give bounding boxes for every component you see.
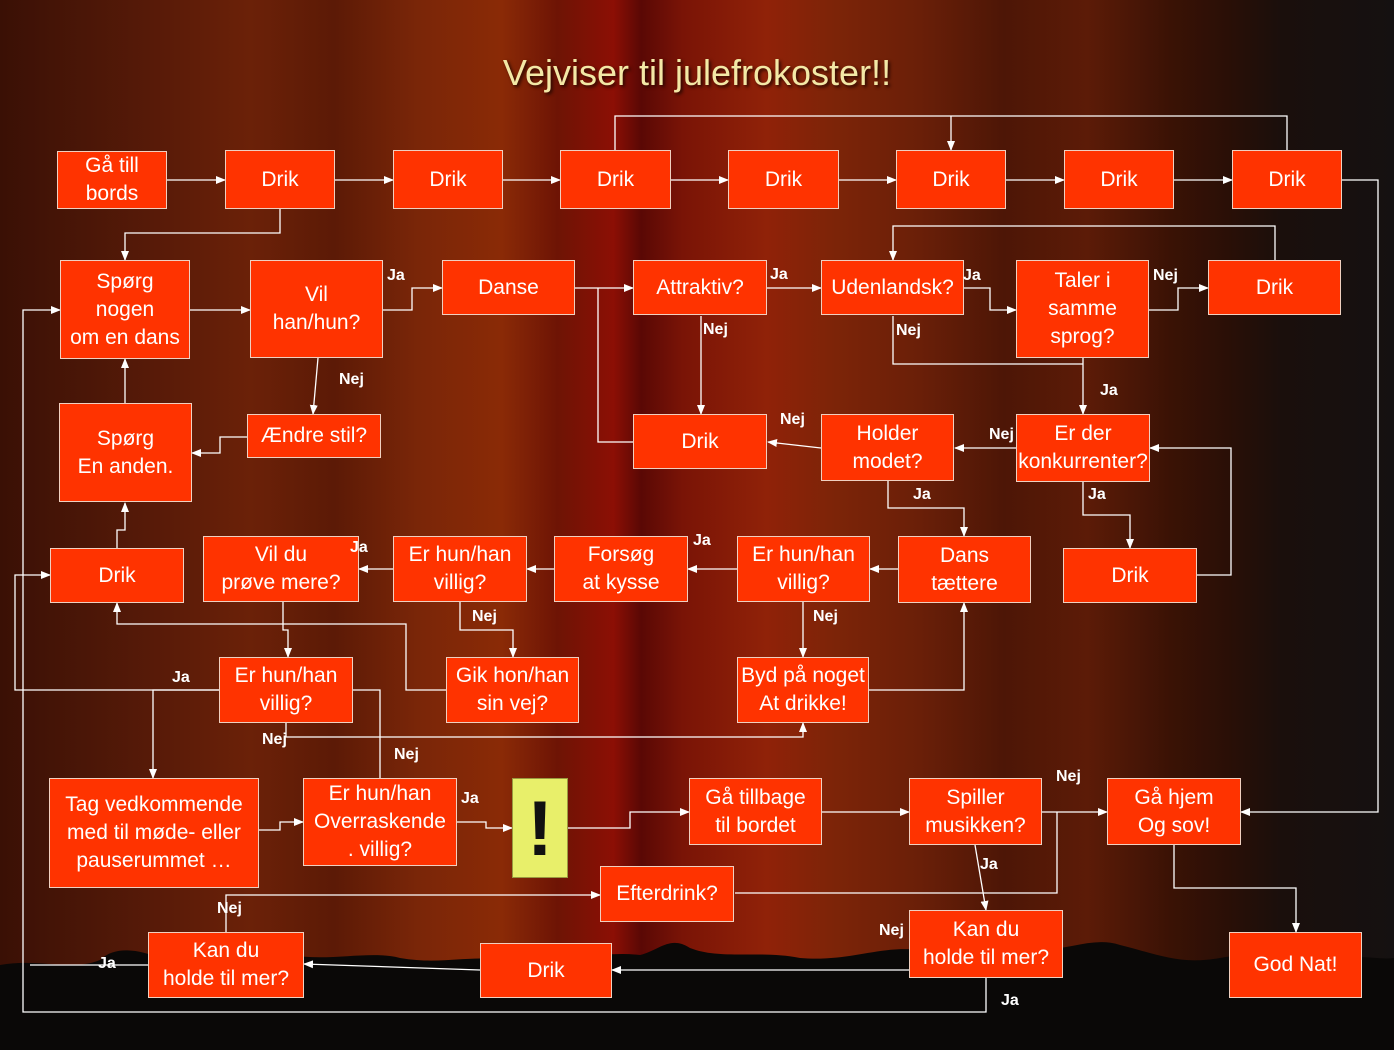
page-title: Vejviser til julefrokoster!! <box>502 52 892 93</box>
node-drik-3: Drik <box>560 150 671 209</box>
node-drik-attraktiv: Drik <box>633 414 767 469</box>
edge-label-ja: Ja <box>1001 992 1019 1009</box>
node-holde-mer-right: Kan du holde til mer? <box>909 910 1063 978</box>
edge-label-nej: Nej <box>339 371 364 388</box>
edge-label-ja: Ja <box>387 267 405 284</box>
node-spiller-musikken: Spiller musikken? <box>909 778 1042 845</box>
node-holde-mer-left: Kan du holde til mer? <box>148 932 304 998</box>
node-villig-a: Er hun/han villig? <box>393 536 527 602</box>
edge-label-ja: Ja <box>963 267 981 284</box>
node-villig-b: Er hun/han villig? <box>737 536 870 602</box>
edge-label-nej: Nej <box>879 922 904 939</box>
node-attraktiv: Attraktiv? <box>633 260 767 315</box>
node-drik-7: Drik <box>1232 150 1342 209</box>
node-danse: Danse <box>442 260 575 315</box>
edge-label-nej: Nej <box>896 322 921 339</box>
node-dans-taettere: Dans tættere <box>898 536 1031 603</box>
edge-label-nej: Nej <box>813 608 838 625</box>
edge-label-nej: Nej <box>780 411 805 428</box>
node-vil-du-prove-mere: Vil du prøve mere? <box>203 536 359 602</box>
edge-label-ja: Ja <box>913 486 931 503</box>
node-tag-vedkommende: Tag vedkommende med til møde- eller paus… <box>49 778 259 888</box>
edge-label-ja: Ja <box>98 955 116 972</box>
node-gik-sin-vej: Gik hon/han sin vej? <box>446 657 579 723</box>
edge-label-nej: Nej <box>217 900 242 917</box>
node-holder-modet: Holder modet? <box>821 414 954 481</box>
warning-exclamation-icon: ! <box>512 778 568 878</box>
node-drik-5: Drik <box>896 150 1006 209</box>
node-aendre-stil: Ændre stil? <box>247 414 381 458</box>
node-ga-tillbage: Gå tillbage til bordet <box>689 778 822 845</box>
edge-label-nej: Nej <box>989 426 1014 443</box>
node-efterdrink: Efterdrink? <box>600 866 734 922</box>
node-byd-drikke: Byd på noget At drikke! <box>737 657 869 723</box>
node-overraskende-villig: Er hun/han Overraskende . villig? <box>303 778 457 866</box>
node-forsog-kysse: Forsøg at kysse <box>554 536 688 602</box>
edge-label-ja: Ja <box>461 790 479 807</box>
node-drik-bottom: Drik <box>480 943 612 998</box>
node-drik-sprog: Drik <box>1208 260 1341 315</box>
edge-label-ja: Ja <box>693 532 711 549</box>
node-drik-2: Drik <box>393 150 503 209</box>
node-sporg-nogen: Spørg nogen om en dans <box>60 260 190 359</box>
node-drik-konkurrenter: Drik <box>1063 548 1197 603</box>
node-taler-samme-sprog: Taler i samme sprog? <box>1016 260 1149 358</box>
edge-label-ja: Ja <box>770 266 788 283</box>
node-drik-6: Drik <box>1064 150 1174 209</box>
edge-label-ja: Ja <box>1088 486 1106 503</box>
edge-label-ja: Ja <box>350 539 368 556</box>
edge-label-nej: Nej <box>1056 768 1081 785</box>
node-god-nat: God Nat! <box>1229 932 1362 998</box>
node-udenlandsk: Udenlandsk? <box>821 260 964 315</box>
edge-label-nej: Nej <box>1153 267 1178 284</box>
node-sporg-anden: Spørg En anden. <box>59 403 192 502</box>
node-ga-till-bords: Gå till bords <box>57 151 167 209</box>
edge-label-nej: Nej <box>703 321 728 338</box>
node-konkurrenter: Er der konkurrenter? <box>1016 414 1150 482</box>
node-villig-c: Er hun/han villig? <box>219 657 353 723</box>
edge-label-ja: Ja <box>172 669 190 686</box>
edge-label-nej: Nej <box>262 731 287 748</box>
node-drik-1: Drik <box>225 150 335 209</box>
edge-label-nej: Nej <box>472 608 497 625</box>
node-drik-4: Drik <box>728 150 839 209</box>
node-vil-han-hun: Vil han/hun? <box>250 260 383 358</box>
node-drik-left: Drik <box>50 548 184 603</box>
edge-label-ja: Ja <box>980 856 998 873</box>
edge-label-ja: Ja <box>1100 382 1118 399</box>
edge-label-nej: Nej <box>394 746 419 763</box>
node-ga-hjem: Gå hjem Og sov! <box>1107 778 1241 845</box>
